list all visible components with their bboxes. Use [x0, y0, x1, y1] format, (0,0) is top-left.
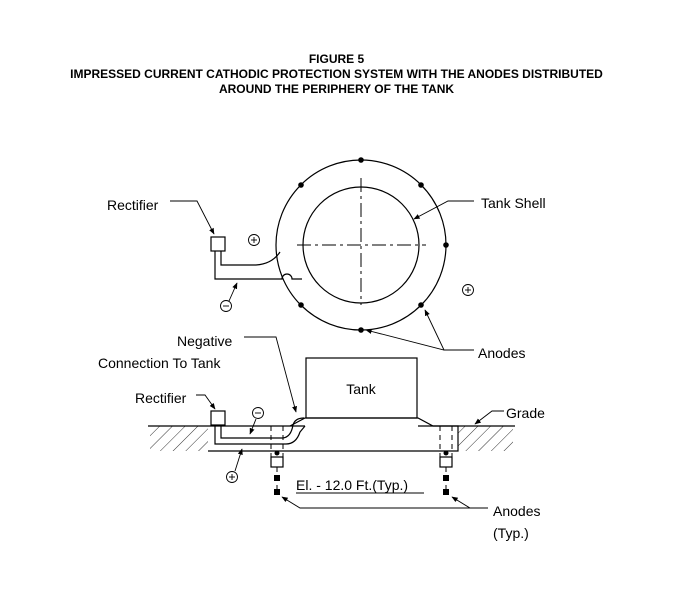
elevation-plus-leader [234, 448, 243, 472]
anode-dot [358, 157, 364, 163]
elevation-view: Tank El. - 12.0 Ft.(Typ.) Nega [98, 333, 545, 541]
elevation-minus-symbol [252, 407, 264, 419]
tank-shell-label: Tank Shell [481, 195, 546, 211]
plan-anodes-leader-1 [365, 328, 474, 351]
tank-foundation [208, 417, 459, 452]
anode-dot [418, 302, 424, 308]
plan-rectifier-label: Rectifier [107, 197, 159, 213]
elevation-rectifier-box [210, 410, 226, 426]
figure-title-line-2: AROUND THE PERIPHERY OF THE TANK [218, 82, 455, 96]
grade-leader [474, 410, 504, 425]
plan-rectifier-box [210, 236, 226, 252]
elevation-plus-symbol [226, 471, 238, 483]
elevation-rectifier-leader [196, 394, 216, 410]
plan-anodes [298, 157, 449, 333]
plan-minus-leader [228, 282, 238, 302]
plan-negative-cable [214, 251, 302, 280]
ground-hatch-right [458, 426, 513, 451]
anode-borehole-left [270, 426, 284, 495]
figure-title-block: FIGURE 5 IMPRESSED CURRENT CATHODIC PROT… [0, 52, 673, 97]
elevation-anodes-leader-left [281, 496, 488, 509]
elevation-tank [305, 357, 418, 419]
grade-label: Grade [506, 405, 545, 421]
negative-connection-leader [244, 336, 297, 413]
ground-hatch-left [150, 426, 208, 451]
elevation-tank-label: Tank [346, 381, 377, 397]
plan-positive-cable [220, 251, 281, 266]
plan-rectifier-leader [170, 200, 215, 235]
plan-minus-symbol [220, 300, 232, 312]
anode-dot [443, 242, 449, 248]
anode-dot [298, 182, 304, 188]
plan-plus-symbol-near-anodes [462, 284, 474, 296]
elevation-anodes-label-line-1: Anodes [493, 503, 540, 519]
figure-title-line-1: IMPRESSED CURRENT CATHODIC PROTECTION SY… [70, 67, 603, 81]
anode-borehole-right [439, 426, 453, 495]
plan-anodes-label: Anodes [478, 345, 525, 361]
negative-connection-label-line-1: Negative [177, 333, 232, 349]
negative-connection-label-line-2: Connection To Tank [98, 355, 221, 371]
anode-dot [418, 182, 424, 188]
elevation-depth-label: El. - 12.0 Ft.(Typ.) [296, 477, 408, 493]
elevation-rectifier-label: Rectifier [135, 390, 187, 406]
elevation-anodes-label-line-2: (Typ.) [493, 525, 529, 541]
elevation-minus-leader [249, 418, 257, 435]
elevation-positive-cable [214, 425, 306, 445]
elevation-negative-cable [220, 417, 305, 439]
elevation-anodes-leader-right [451, 496, 488, 509]
plan-plus-symbol-near-rectifier [248, 234, 260, 246]
plan-anodes-leader-2 [424, 309, 445, 351]
tank-shell-leader [413, 200, 474, 220]
figure-number: FIGURE 5 [308, 52, 365, 66]
anode-dot [358, 327, 364, 333]
anode-dot [298, 302, 304, 308]
plan-view: Rectifier Tank Shell Anodes [107, 157, 546, 361]
